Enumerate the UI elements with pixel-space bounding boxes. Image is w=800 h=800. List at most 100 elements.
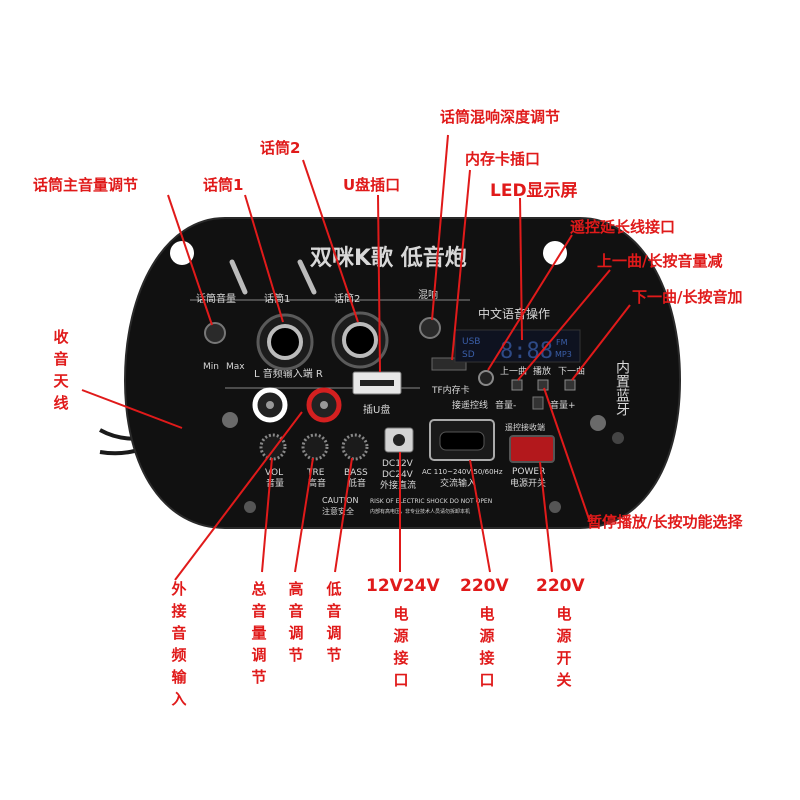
leader-tf — [451, 169, 471, 361]
callout-mic-reverb: 话筒混响深度调节 — [440, 108, 561, 126]
ac-socket-inner — [439, 431, 485, 451]
next-button[interactable] — [564, 379, 576, 391]
power-switch[interactable] — [509, 435, 555, 463]
leader-ac — [469, 459, 491, 573]
leader-reverb — [431, 134, 449, 321]
mount-hole-right — [543, 241, 567, 265]
screw-left — [222, 412, 238, 428]
callout-prev-vol-down: 上一曲/长按音量减 — [597, 252, 723, 270]
leader-aux — [174, 411, 303, 581]
ac-label: AC 110~240V 50/60Hz — [422, 468, 503, 476]
leader-master — [261, 457, 273, 573]
leader-treble — [294, 457, 314, 573]
led-display — [454, 329, 581, 363]
callout-master-vol: 总音量调节 — [251, 580, 267, 686]
vol-knob-label: VOL — [265, 468, 283, 478]
min-label: Min — [203, 362, 219, 372]
screw-bottom — [244, 501, 256, 513]
callout-mic-main-volume: 话筒主音量调节 — [33, 176, 139, 194]
dc-label-1: DC12V — [382, 459, 414, 469]
echo-knob[interactable] — [419, 317, 441, 339]
vol-minus-label: 音量- — [495, 399, 516, 411]
display-mp3: MP3 — [555, 350, 572, 359]
leader-next — [571, 304, 631, 381]
caution-cn-label: 注意安全 — [322, 506, 354, 516]
remote-jack-label: 接遥控线 — [452, 399, 488, 411]
screw-right — [590, 415, 606, 431]
display-usb: USB — [462, 337, 480, 347]
vol-plus-label: 音量+ — [550, 399, 576, 411]
warning-text: RISK OF ELECTRIC SHOCK DO NOT OPEN — [370, 498, 492, 505]
callout-dc-port: 电源接口 — [393, 605, 409, 689]
leader-power — [539, 461, 553, 573]
display-sd: SD — [462, 350, 475, 360]
tre-knob-label: TRE — [306, 468, 325, 478]
bass-cn-label: 低音 — [348, 477, 366, 489]
callout-next-vol-up: 下一曲/长按音加 — [632, 288, 743, 306]
rca-right-input[interactable] — [306, 387, 342, 423]
play-button[interactable] — [537, 379, 549, 391]
callout-treble: 高音调节 — [288, 580, 304, 664]
display-fm: FM — [556, 338, 568, 347]
dc-label-2: DC24V — [382, 470, 414, 480]
mic2-label: 话筒2 — [334, 292, 360, 305]
callout-ac-voltage-2: 220V — [536, 576, 585, 596]
next-label: 下一曲 — [558, 366, 585, 377]
ac-cn-label: 交流输入 — [440, 477, 476, 489]
play-label: 播放 — [533, 365, 551, 377]
dc-jack-hole — [393, 434, 405, 446]
max-label: Max — [226, 362, 245, 372]
callout-dc-voltage: 12V24V — [366, 576, 440, 596]
leader-prev — [517, 269, 611, 381]
screw-bottom-right — [549, 501, 561, 513]
builtin-bt-label: 内置蓝牙 — [614, 360, 630, 417]
callout-usb-slot: U盘插口 — [343, 176, 401, 194]
callout-antenna: 收音天线 — [53, 328, 69, 412]
callout-aux-in: 外接音频输入 — [171, 580, 187, 708]
leader-bass — [334, 457, 353, 573]
remote-receive-label: 遥控接收端 — [505, 422, 545, 432]
callout-mic2: 话筒2 — [260, 139, 301, 157]
mic1-label: 话筒1 — [264, 292, 290, 305]
callout-ac-voltage-1: 220V — [460, 576, 509, 596]
leader-pause — [543, 387, 591, 523]
bass-knob[interactable] — [341, 433, 369, 461]
callout-power-switch: 电源开关 — [556, 605, 572, 689]
mic1-jack[interactable] — [256, 313, 314, 371]
callout-ac-port: 电源接口 — [479, 605, 495, 689]
mic2-jack[interactable] — [331, 311, 389, 369]
prev-label: 上一曲 — [500, 366, 527, 377]
tre-knob[interactable] — [301, 433, 329, 461]
callout-pause-play: 暂停播放/长按功能选择 — [587, 513, 743, 531]
prev-button[interactable] — [511, 379, 523, 391]
leader-antenna — [81, 389, 183, 429]
audio-in-label: L 音频输入端 R — [254, 367, 323, 380]
usb-port-tongue — [360, 380, 394, 386]
callout-bass: 低音调节 — [326, 580, 342, 664]
callout-mic1: 话筒1 — [203, 176, 244, 194]
remote-receiver — [532, 396, 544, 410]
remote-ext-jack[interactable] — [478, 370, 494, 386]
power-label: POWER — [512, 467, 545, 477]
rca-left-input[interactable] — [252, 387, 288, 423]
bass-knob-label: BASS — [344, 468, 368, 478]
mic-icon — [229, 259, 248, 295]
display-digits: 8:88 — [500, 339, 553, 364]
mic-volume-knob[interactable] — [204, 322, 226, 344]
leader-mic-main — [167, 194, 213, 326]
tre-cn-label: 高音 — [308, 477, 326, 489]
callout-remote-ext: 遥控延长线接口 — [570, 218, 676, 236]
leader-mic1 — [244, 194, 284, 323]
usb-label: 插U盘 — [363, 403, 390, 416]
mic-volume-label: 话筒音量 — [196, 292, 236, 305]
dc-cn-label: 外接直流 — [380, 479, 416, 491]
callout-tf-slot: 内存卡插口 — [465, 150, 541, 168]
mount-hole-left — [170, 241, 194, 265]
tf-label: TF内存卡 — [431, 384, 470, 396]
voice-label: 中文语音操作 — [478, 306, 550, 321]
mic-icon — [297, 259, 317, 295]
warning-cn-text: 内部有高电压，非专业技术人员请勿拆卸本机 — [370, 508, 470, 515]
caution-label: CAUTION — [322, 496, 358, 505]
leader-usb — [377, 194, 381, 373]
callout-led: LED显示屏 — [490, 181, 578, 201]
